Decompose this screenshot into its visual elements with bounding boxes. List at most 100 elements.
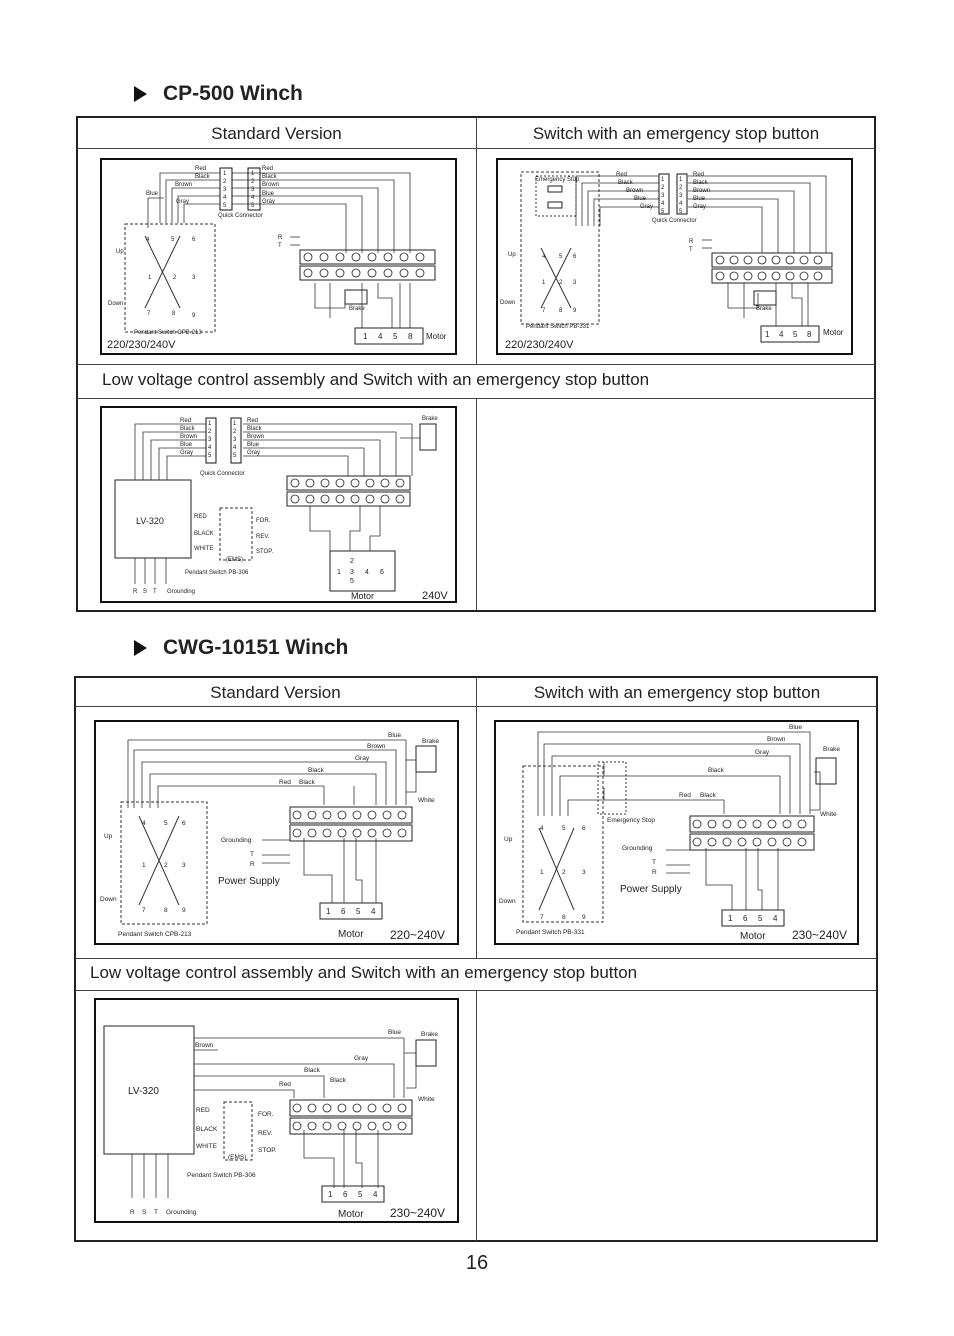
contact-number: 4	[142, 820, 146, 827]
motor-pin: 3	[350, 569, 354, 576]
lv320-label: LV-320	[136, 516, 164, 526]
col-head-standard: Standard Version	[211, 124, 342, 143]
motor-pin: 6	[743, 914, 748, 923]
triangle-bullet-icon	[134, 86, 147, 102]
up-label: Up	[116, 249, 124, 255]
pin-label: 5	[223, 203, 227, 209]
motor-pin: 6	[343, 1190, 348, 1199]
switch-label: Pendant Switch PB-306	[187, 1172, 256, 1179]
wire-label-black: Black	[618, 180, 634, 186]
grounding-label: Grounding	[622, 845, 653, 852]
red-label: RED	[196, 1107, 210, 1114]
wire-label-blue: Blue	[693, 196, 706, 202]
wire-label-white: White	[418, 1096, 435, 1103]
motor-label: Motor	[351, 591, 374, 601]
contact-number: 7	[142, 907, 146, 914]
voltage-label: 220/230/240V	[505, 339, 574, 351]
contact-number: 5	[562, 825, 566, 832]
contact-number: 6	[582, 825, 586, 832]
pin-label: 1	[233, 421, 237, 427]
black-label: BLACK	[196, 1126, 218, 1133]
up-label: Up	[104, 833, 113, 840]
wire-label-black: Black	[262, 174, 278, 180]
wire-label-red: Red	[262, 166, 273, 172]
contact-number: 8	[172, 311, 176, 317]
wire-label-black: Black	[195, 174, 211, 180]
pin-label: 5	[679, 209, 683, 215]
ems-label: (EMS)	[228, 1154, 246, 1161]
wire-label-blue: Blue	[247, 442, 260, 448]
wire-label-black: Black	[180, 426, 196, 432]
voltage-label: 230~240V	[390, 1206, 445, 1220]
wire-label-white: White	[820, 811, 837, 818]
contact-number: 3	[582, 869, 586, 876]
voltage-label: 220/230/240V	[107, 339, 176, 351]
motor-label: Motor	[338, 1209, 364, 1220]
contact-number: 3	[182, 862, 186, 869]
contact-number: 7	[540, 914, 544, 921]
motor-pin: 4	[773, 914, 778, 923]
wire-label-blue: Blue	[634, 196, 647, 202]
row-head-lowvoltage: Low voltage control assembly and Switch …	[90, 963, 638, 982]
contact-number: 6	[182, 820, 186, 827]
contact-number: 6	[573, 254, 577, 260]
wire-label-gray: Gray	[180, 450, 193, 456]
brake-label: Brake	[422, 416, 438, 422]
wire-label-black: Black	[330, 1077, 347, 1084]
motor-pin: 1	[728, 914, 733, 923]
pin-label: 1	[661, 177, 665, 183]
contact-number: 8	[559, 308, 563, 314]
contact-number: 7	[147, 311, 151, 317]
wire-label-gray: Gray	[247, 450, 260, 456]
wire-label-brown: Brown	[175, 182, 192, 188]
pin-label: 3	[661, 193, 665, 199]
pin-label: 5	[251, 203, 255, 209]
pin-label: 3	[223, 187, 227, 193]
s-label: S	[142, 1209, 147, 1216]
motor-pin: 8	[807, 330, 812, 339]
motor-pin: 1	[326, 907, 331, 916]
contact-number: 9	[573, 308, 577, 314]
motor-pin: 6	[341, 907, 346, 916]
wire-label-gray: Gray	[262, 199, 275, 205]
brake-label: Brake	[422, 738, 439, 745]
contact-number: 2	[173, 275, 177, 281]
pin-label: 2	[679, 185, 683, 191]
contact-number: 4	[146, 237, 150, 243]
motor-pin: 1	[337, 569, 341, 576]
pin-label: 4	[661, 201, 665, 207]
connector-label: Quick Connector	[200, 471, 245, 477]
estop-label: Emergency Stop	[607, 817, 655, 824]
connector-label: Quick Connector	[652, 218, 697, 224]
wire-label-white: White	[418, 797, 435, 804]
motor-pin: 5	[356, 907, 361, 916]
divider	[476, 117, 477, 364]
down-label: Down	[100, 896, 117, 903]
wire-label-brown: Brown	[693, 188, 710, 194]
pin-label: 5	[208, 453, 212, 459]
r-label: R	[689, 239, 694, 245]
for-label: FOR.	[256, 518, 271, 524]
section-title-text: CWG-10151 Winch	[163, 636, 349, 659]
up-label: Up	[508, 252, 516, 258]
rev-label: REV.	[258, 1130, 273, 1137]
col-head-estop: Switch with an emergency stop button	[533, 683, 821, 702]
white-label: WHITE	[196, 1143, 218, 1150]
connector-label: Quick Connector	[218, 213, 263, 219]
wiring-diagram-cwg-estop: Blue Brown Gray Black Red Black White Br…	[494, 720, 859, 945]
switch-label: Pendant Switch PB-331	[526, 324, 590, 330]
wire-label-brown: Brown	[262, 182, 279, 188]
motor-pin: 5	[793, 330, 798, 339]
wire-label-red: Red	[679, 792, 691, 799]
wire-label-blue: Blue	[789, 724, 802, 731]
contact-number: 7	[542, 308, 546, 314]
contact-number: 5	[171, 237, 175, 243]
switch-label: Pendant Switch CPB-213	[134, 330, 202, 336]
contact-number: 8	[164, 907, 168, 914]
contact-number: 5	[164, 820, 168, 827]
voltage-label: 240V	[422, 590, 448, 602]
motor-label: Motor	[740, 931, 766, 942]
stop-label: STOP.	[258, 1147, 277, 1154]
wiring-diagram-cp500-standard: Red Black Brown Blue Gray Red Black Brow…	[100, 158, 457, 355]
contact-number: 4	[542, 254, 546, 260]
